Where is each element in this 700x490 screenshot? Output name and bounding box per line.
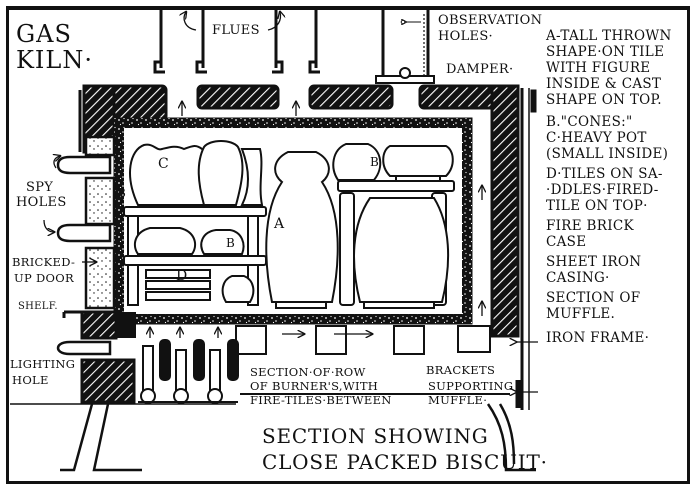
legend-line: SHAPE·ON TILE [546, 44, 665, 60]
caption-line-1: SECTION SHOWING [262, 424, 489, 448]
legend-line: INSIDE & CAST [546, 76, 662, 92]
iron-frame [10, 380, 536, 472]
label-b-1: B [117, 186, 126, 200]
legend-line: TILE ON TOP· [546, 198, 648, 214]
legend-line: IRON FRAME· [546, 330, 650, 346]
legend-line: CASING· [546, 270, 610, 286]
label-burners-2: OF BURNER'S,WITH [250, 379, 379, 393]
spy-holes [56, 155, 112, 356]
label-spy-holes-1: SPY [26, 180, 54, 195]
flow-arrows [43, 12, 538, 392]
label-burners-1: SECTION·OF·ROW [250, 365, 366, 379]
label-bricked-up-door-2: UP DOOR [14, 271, 74, 285]
label-observation-holes-2: HOLES· [438, 29, 493, 44]
legend-line: SECTION OF [546, 290, 641, 306]
lidded-pot [200, 229, 245, 255]
legend: A-TALL THROWN SHAPE·ON TILE WITH FIGURE … [546, 28, 696, 346]
legend-line: MUFFLE. [546, 306, 616, 322]
legend-line: A-TALL THROWN [546, 28, 672, 44]
caption-line-2: CLOSE PACKED BISCUIT· [262, 450, 548, 474]
label-a: A [274, 216, 285, 232]
title-line-2: KILN· [16, 46, 93, 74]
legend-line: D·TILES ON SA- [546, 166, 663, 182]
pots [129, 140, 454, 309]
label-damper: DAMPER· [446, 62, 514, 77]
legend-line: SHAPE ON TOP. [546, 92, 662, 108]
label-lighting-hole-2: HOLE [12, 373, 49, 387]
legend-line: C·HEAVY POT [546, 130, 647, 146]
fire-brick-case [82, 84, 520, 338]
label-shelf: SHELF. [18, 301, 58, 312]
label-observation-holes-1: OBSERVATION [438, 13, 543, 28]
label-b-3: B [370, 155, 379, 169]
sheet-iron-casing [78, 88, 537, 410]
label-spy-holes-2: HOLES [16, 195, 67, 210]
legend-line: WITH FIGURE [546, 60, 651, 76]
label-lighting-hole-1: LIGHTING [10, 357, 76, 371]
label-brackets-1: BRACKETS [426, 363, 496, 377]
flues [153, 10, 430, 78]
pot [133, 227, 197, 255]
jug [240, 148, 264, 206]
legend-line: B."CONES:" [546, 114, 633, 130]
bricked-up-door [84, 135, 116, 310]
lower-walls [62, 310, 136, 404]
label-brackets-2: SUPPORTING [428, 379, 514, 393]
label-c: C [158, 156, 169, 172]
burners [138, 325, 510, 404]
legend-line: (SMALL INSIDE) [546, 146, 669, 162]
label-burners-3: FIRE-TILES·BETWEEN [250, 393, 392, 407]
legend-line: SHEET IRON [546, 254, 642, 270]
title-line-1: GAS [16, 20, 72, 48]
legend-line: ·DDLES·FIRED- [546, 182, 659, 198]
label-b-2: B [226, 236, 235, 250]
tall-thrown-shape-a [265, 151, 339, 303]
vase [197, 140, 244, 206]
label-bricked-up-door-1: BRICKED- [12, 255, 76, 269]
illustration-border [6, 6, 690, 484]
legend-line: CASE [546, 234, 587, 250]
label-flues: FLUES [212, 23, 260, 38]
damper [375, 14, 435, 84]
label-d: D [176, 268, 188, 284]
label-brackets-3: MUFFLE· [428, 393, 488, 407]
legend-line: FIRE BRICK [546, 218, 634, 234]
